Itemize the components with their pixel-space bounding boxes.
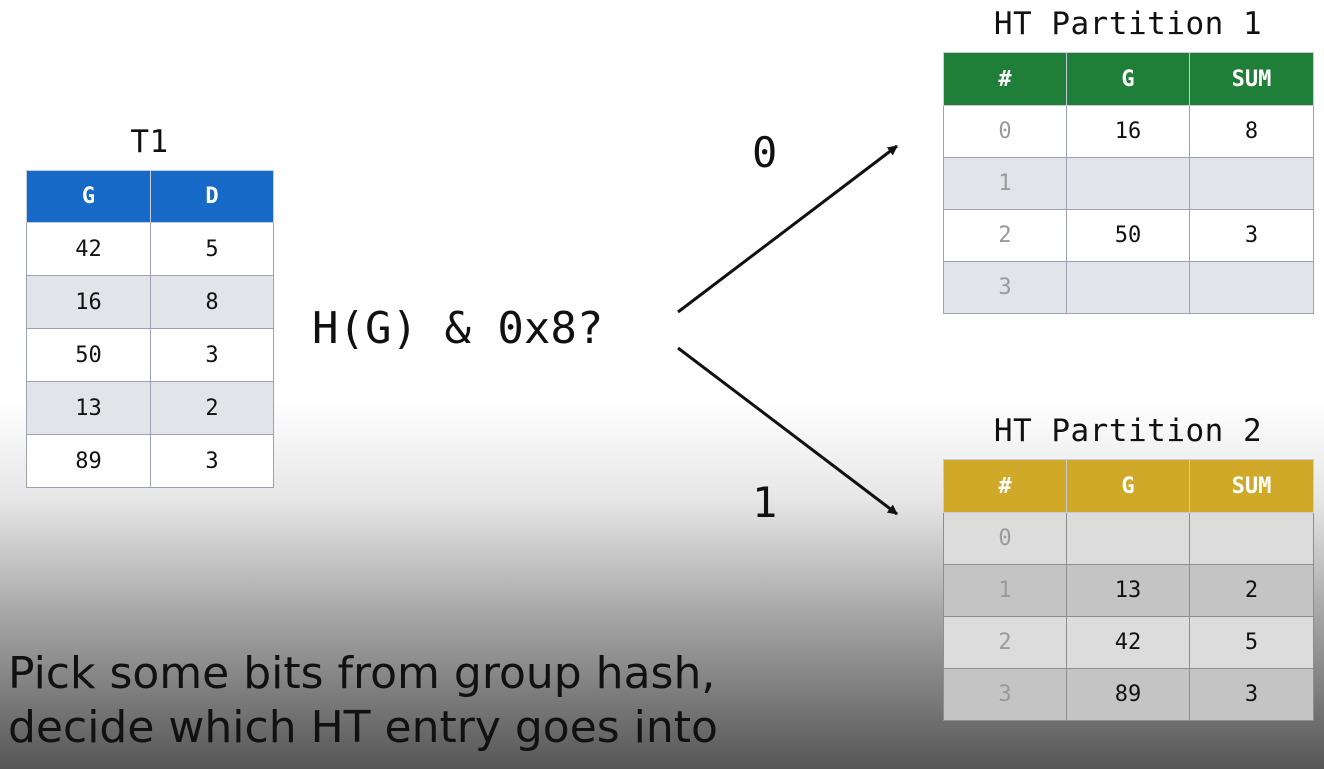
partition2-cell-index: 2 — [943, 616, 1067, 669]
partition2-header-index: # — [943, 459, 1067, 513]
partition2-cell-sum: 2 — [1189, 564, 1314, 617]
partition1-header-sum: SUM — [1189, 52, 1314, 106]
table-row: 2 42 5 — [943, 616, 1314, 669]
t1-cell-g: 50 — [26, 328, 151, 382]
t1-table: G D 42 5 16 8 50 3 13 2 89 3 — [26, 170, 274, 488]
branch-label-one: 1 — [752, 478, 778, 527]
partition1-cell-g — [1066, 157, 1190, 210]
t1-header-g: G — [26, 170, 151, 223]
partition1-table: # G SUM 0 16 8 1 2 50 3 3 — [943, 52, 1314, 314]
partition2-header-row: # G SUM — [943, 459, 1314, 513]
partition2-cell-index: 0 — [943, 512, 1067, 565]
partition2-cell-index: 1 — [943, 564, 1067, 617]
explanation-note: Pick some bits from group hash, decide w… — [8, 647, 908, 755]
partition1-cell-sum — [1189, 261, 1314, 314]
t1-header-d: D — [150, 170, 274, 223]
table-row: 3 — [943, 261, 1314, 314]
branch-label-zero: 0 — [752, 128, 778, 177]
partition1-header-index: # — [943, 52, 1067, 106]
partition2-cell-g: 89 — [1066, 668, 1190, 721]
t1-cell-d: 3 — [150, 328, 274, 382]
partition1-cell-index: 3 — [943, 261, 1067, 314]
t1-cell-d: 8 — [150, 275, 274, 329]
partition1-cell-index: 1 — [943, 157, 1067, 210]
t1-cell-d: 2 — [150, 381, 274, 435]
partition1-cell-g: 50 — [1066, 209, 1190, 262]
note-line-2: decide which HT entry goes into — [8, 702, 718, 753]
partition2-table: # G SUM 0 1 13 2 2 42 5 3 89 3 — [943, 459, 1314, 721]
table-row: 0 — [943, 512, 1314, 565]
partition2-cell-g: 13 — [1066, 564, 1190, 617]
partition1-cell-sum: 3 — [1189, 209, 1314, 262]
table-row: 16 8 — [26, 275, 274, 329]
partition2-cell-g — [1066, 512, 1190, 565]
note-line-1: Pick some bits from group hash, — [8, 648, 716, 699]
partition1-title: HT Partition 1 — [993, 6, 1263, 42]
table-row: 50 3 — [26, 328, 274, 382]
partition1-cell-index: 2 — [943, 209, 1067, 262]
table-row: 3 89 3 — [943, 668, 1314, 721]
t1-title: T1 — [130, 124, 169, 160]
partition2-header-sum: SUM — [1189, 459, 1314, 513]
partition2-cell-sum: 3 — [1189, 668, 1314, 721]
partition1-cell-sum — [1189, 157, 1314, 210]
partition1-header-row: # G SUM — [943, 52, 1314, 106]
table-row: 1 13 2 — [943, 564, 1314, 617]
t1-cell-g: 13 — [26, 381, 151, 435]
partition1-cell-index: 0 — [943, 105, 1067, 158]
partition1-cell-sum: 8 — [1189, 105, 1314, 158]
t1-header-row: G D — [26, 170, 274, 223]
partition2-cell-g: 42 — [1066, 616, 1190, 669]
t1-cell-g: 89 — [26, 434, 151, 488]
table-row: 2 50 3 — [943, 209, 1314, 262]
partition1-cell-g: 16 — [1066, 105, 1190, 158]
table-row: 89 3 — [26, 434, 274, 488]
partition1-cell-g — [1066, 261, 1190, 314]
t1-cell-g: 16 — [26, 275, 151, 329]
partition1-header-g: G — [1066, 52, 1190, 106]
table-row: 13 2 — [26, 381, 274, 435]
hash-operation-label: H(G) & 0x8? — [312, 303, 604, 354]
table-row: 0 16 8 — [943, 105, 1314, 158]
partition2-header-g: G — [1066, 459, 1190, 513]
arrow-to-partition-1 — [677, 144, 898, 314]
partition2-cell-sum — [1189, 512, 1314, 565]
partition2-cell-index: 3 — [943, 668, 1067, 721]
t1-cell-d: 5 — [150, 222, 274, 276]
partition2-cell-sum: 5 — [1189, 616, 1314, 669]
t1-cell-d: 3 — [150, 434, 274, 488]
table-row: 42 5 — [26, 222, 274, 276]
table-row: 1 — [943, 157, 1314, 210]
partition2-title: HT Partition 2 — [993, 413, 1263, 449]
arrow-to-partition-2 — [677, 346, 898, 516]
